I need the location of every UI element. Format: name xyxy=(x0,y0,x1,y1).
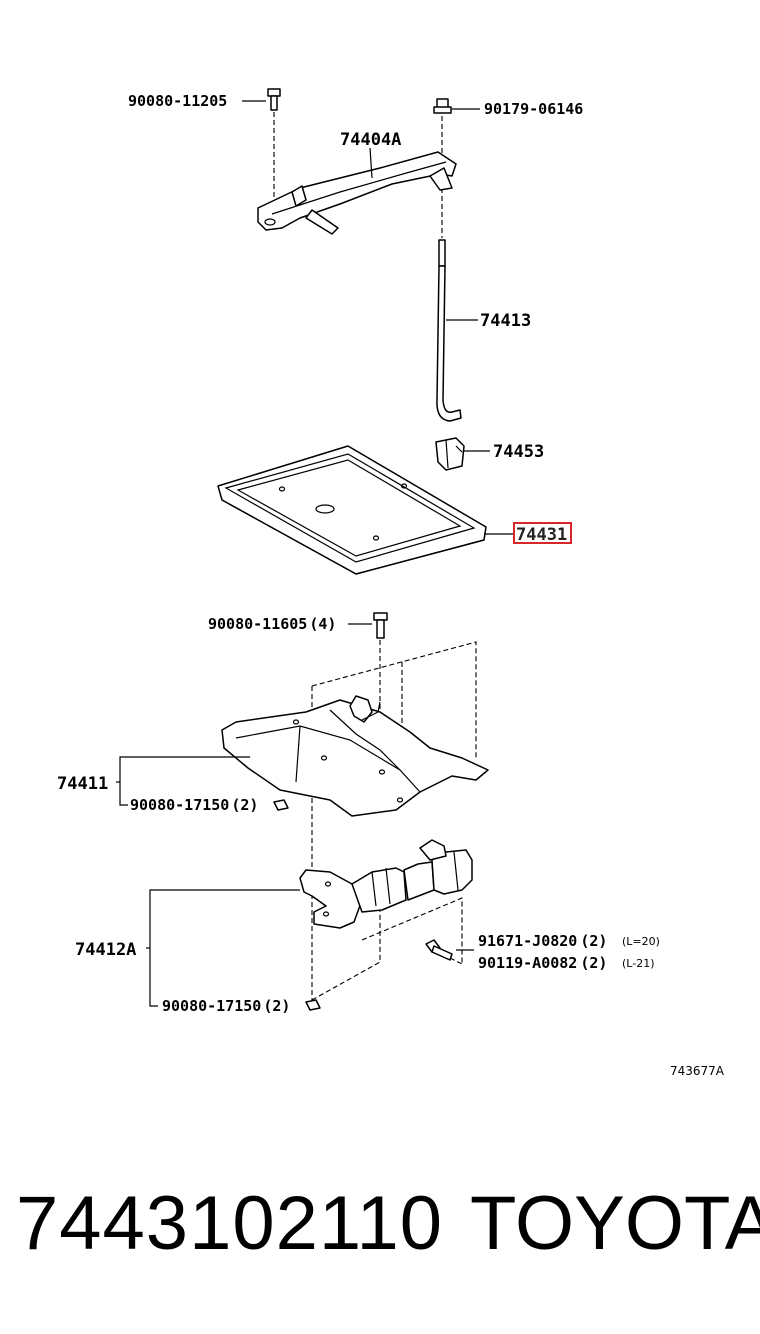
brand-name: TOYOTA xyxy=(470,1181,760,1266)
nut-bracket xyxy=(273,799,289,811)
diagram-code: 743677A xyxy=(670,1064,725,1078)
label-nut-bracket: 90080-17150(2) xyxy=(130,796,258,814)
label-nut-top-right: 90179-06146 xyxy=(484,100,583,118)
rod-74413 xyxy=(436,239,462,422)
clip-74453 xyxy=(435,437,465,471)
part-number: 7443102110 xyxy=(16,1181,444,1266)
parts-diagram: 90080-11205 90179-06146 74404A 74413 744… xyxy=(57,88,725,1078)
nut-support xyxy=(305,999,321,1011)
clamp-74404a xyxy=(257,151,457,235)
highlight-box xyxy=(513,522,572,544)
label-bolt-top-left: 90080-11205 xyxy=(128,92,227,110)
bolt-support xyxy=(425,939,463,965)
label-bolt-b: 90119-A0082(2) xyxy=(478,954,607,972)
label-bolt-a-note: (L=20) xyxy=(622,935,660,948)
label-bolt-b-note: (L-21) xyxy=(622,957,654,970)
label-clamp: 74404A xyxy=(340,130,401,150)
bolt-mid xyxy=(373,612,388,782)
footer: 7443102110 TOYOTA xyxy=(0,1180,760,1290)
label-bracket: 74411 xyxy=(57,774,108,794)
label-bolt-a: 91671-J0820(2) xyxy=(478,932,607,950)
label-clip: 74453 xyxy=(493,442,544,462)
bracket-74411 xyxy=(221,641,489,1000)
label-bolt-mid: 90080-11605(4) xyxy=(208,615,336,633)
tray-74431 xyxy=(217,445,487,575)
support-74412a xyxy=(299,839,473,1001)
label-nut-support: 90080-17150(2) xyxy=(162,997,290,1015)
label-support: 74412A xyxy=(75,940,136,960)
label-rod: 74413 xyxy=(480,311,531,331)
label-tray: 74431 xyxy=(516,525,567,545)
